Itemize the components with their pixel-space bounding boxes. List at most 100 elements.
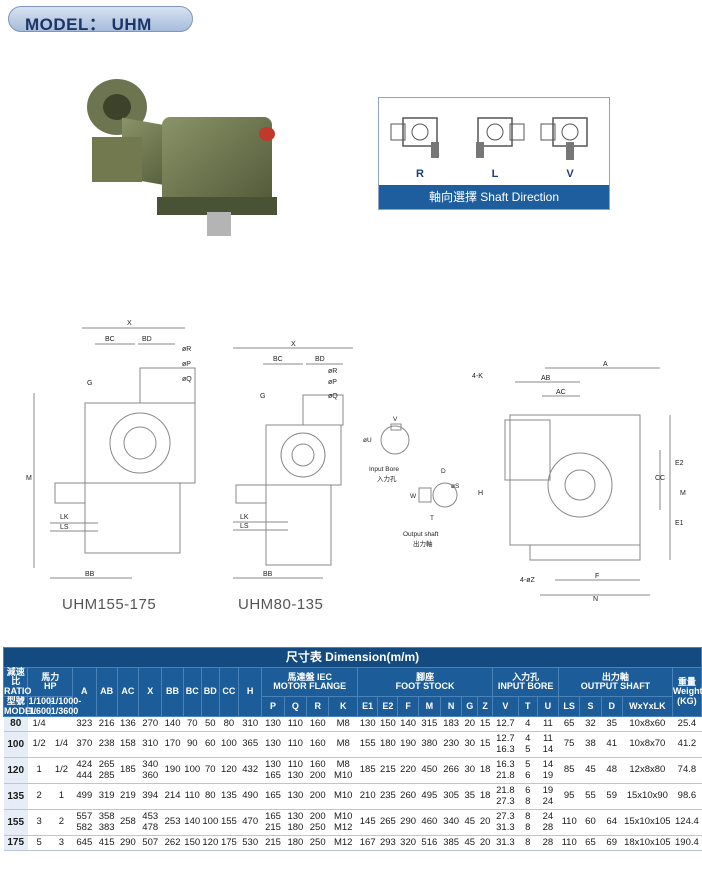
letter-r: R — [416, 168, 424, 180]
letter-l: L — [491, 168, 499, 180]
cell-weight: 98.6 — [672, 783, 702, 811]
cell-r2 — [50, 716, 73, 733]
header-v: V — [492, 696, 519, 718]
gearbox-photo — [87, 79, 277, 236]
cell-n: 385 — [440, 835, 462, 852]
table-title: 尺寸表 Dimension(m/m) — [3, 647, 702, 668]
cell-m: 315 — [418, 716, 441, 733]
cell-x: 394 — [138, 783, 162, 811]
cell-z: 15 — [477, 731, 493, 759]
label-bb: BB — [85, 571, 95, 578]
cell-a: 370 — [72, 731, 96, 759]
label-d: D — [441, 468, 446, 475]
label-phi-p-2: øP — [328, 379, 337, 386]
label-n: N — [593, 596, 598, 603]
label-x-2: X — [291, 341, 296, 348]
label-e2: E2 — [675, 460, 684, 467]
cell-bc: 90 — [183, 731, 202, 759]
cell-m: 450 — [418, 757, 441, 785]
label-m-side: M — [680, 490, 686, 497]
cell-bc: 150 — [183, 835, 202, 852]
cell-bb: 214 — [161, 783, 184, 811]
cell-h: 490 — [238, 783, 262, 811]
cell-ac: 136 — [117, 716, 139, 733]
label-ab: AB — [541, 375, 551, 382]
header-bb: BB — [161, 666, 184, 718]
cell-bb: 170 — [161, 731, 184, 759]
cell-t: 4 — [518, 716, 538, 733]
label-ls: LS — [60, 524, 69, 531]
cell-e2: 293 — [377, 835, 398, 852]
cell-model: 100 — [3, 731, 28, 759]
cell-d: 35 — [601, 716, 623, 733]
label-a: A — [603, 361, 608, 368]
header-e2: E2 — [377, 696, 399, 718]
cell-s: 55 — [579, 783, 602, 811]
cell-k: M12 — [328, 835, 358, 852]
cell-ab: 415 — [96, 835, 118, 852]
cell-k: M8 — [328, 716, 358, 733]
label-bd-2: BD — [315, 356, 325, 363]
label-input-bore-cn: 入力孔 — [377, 474, 397, 483]
cell-z: 18 — [477, 783, 493, 811]
cell-m: 516 — [418, 835, 441, 852]
cell-wxlk: 18x10x105 — [622, 835, 673, 852]
cell-n: 340 — [440, 809, 462, 837]
label-e1: E1 — [675, 520, 684, 527]
cell-cc: 135 — [219, 783, 239, 811]
label-x: X — [127, 320, 132, 327]
header-r1: 1/100-1/600 — [27, 696, 54, 718]
cell-a: 645 — [72, 835, 96, 852]
cell-r1: 5 — [27, 835, 51, 852]
header-bd: BD — [200, 666, 220, 718]
header-t: T — [517, 696, 538, 718]
cell-bc: 110 — [183, 783, 202, 811]
cell-f: 320 — [397, 835, 419, 852]
gearbox-l-icon — [476, 117, 525, 158]
cell-model: 175 — [3, 835, 28, 852]
cell-q: 180 — [284, 835, 307, 852]
cell-m: 495 — [418, 783, 441, 811]
cell-e2: 235 — [377, 783, 398, 811]
label-output-shaft-cn: 出力軸 — [413, 539, 433, 548]
drawing-bore-shaft: V øU Input Bore 入力孔 D W T øS Output shaf… — [363, 416, 460, 548]
header-k: K — [328, 696, 359, 718]
caption-uhm155-175: UHM155-175 — [62, 596, 157, 613]
cell-r2: 1/4 — [50, 731, 73, 759]
header-q: Q — [283, 696, 308, 718]
cell-n: 305 — [440, 783, 462, 811]
header-e1: E1 — [357, 696, 379, 718]
cell-z: 15 — [477, 716, 493, 733]
cell-model: 155 — [3, 809, 28, 837]
label-w: W — [410, 493, 417, 500]
cell-p: 215 — [261, 835, 285, 852]
cell-p: 130 — [261, 731, 285, 759]
header-p: P — [261, 696, 285, 718]
cell-m: 460 — [418, 809, 441, 837]
cell-cc: 155 — [219, 809, 239, 837]
cell-q: 110 — [284, 716, 307, 733]
cell-n: 266 — [440, 757, 462, 785]
label-phi-q-2: øQ — [328, 393, 338, 400]
cell-ls: 110 — [558, 835, 580, 852]
cell-wxlk: 10x8x70 — [622, 731, 673, 759]
cell-model: 120 — [3, 757, 28, 785]
cell-n: 183 — [440, 716, 462, 733]
cell-r2: 3 — [50, 835, 73, 852]
shaft-direction-caption: 軸向選擇 Shaft Direction — [379, 185, 609, 209]
cell-bd: 120 — [201, 835, 220, 852]
cell-q: 130 — [284, 783, 307, 811]
cell-m: 380 — [418, 731, 441, 759]
